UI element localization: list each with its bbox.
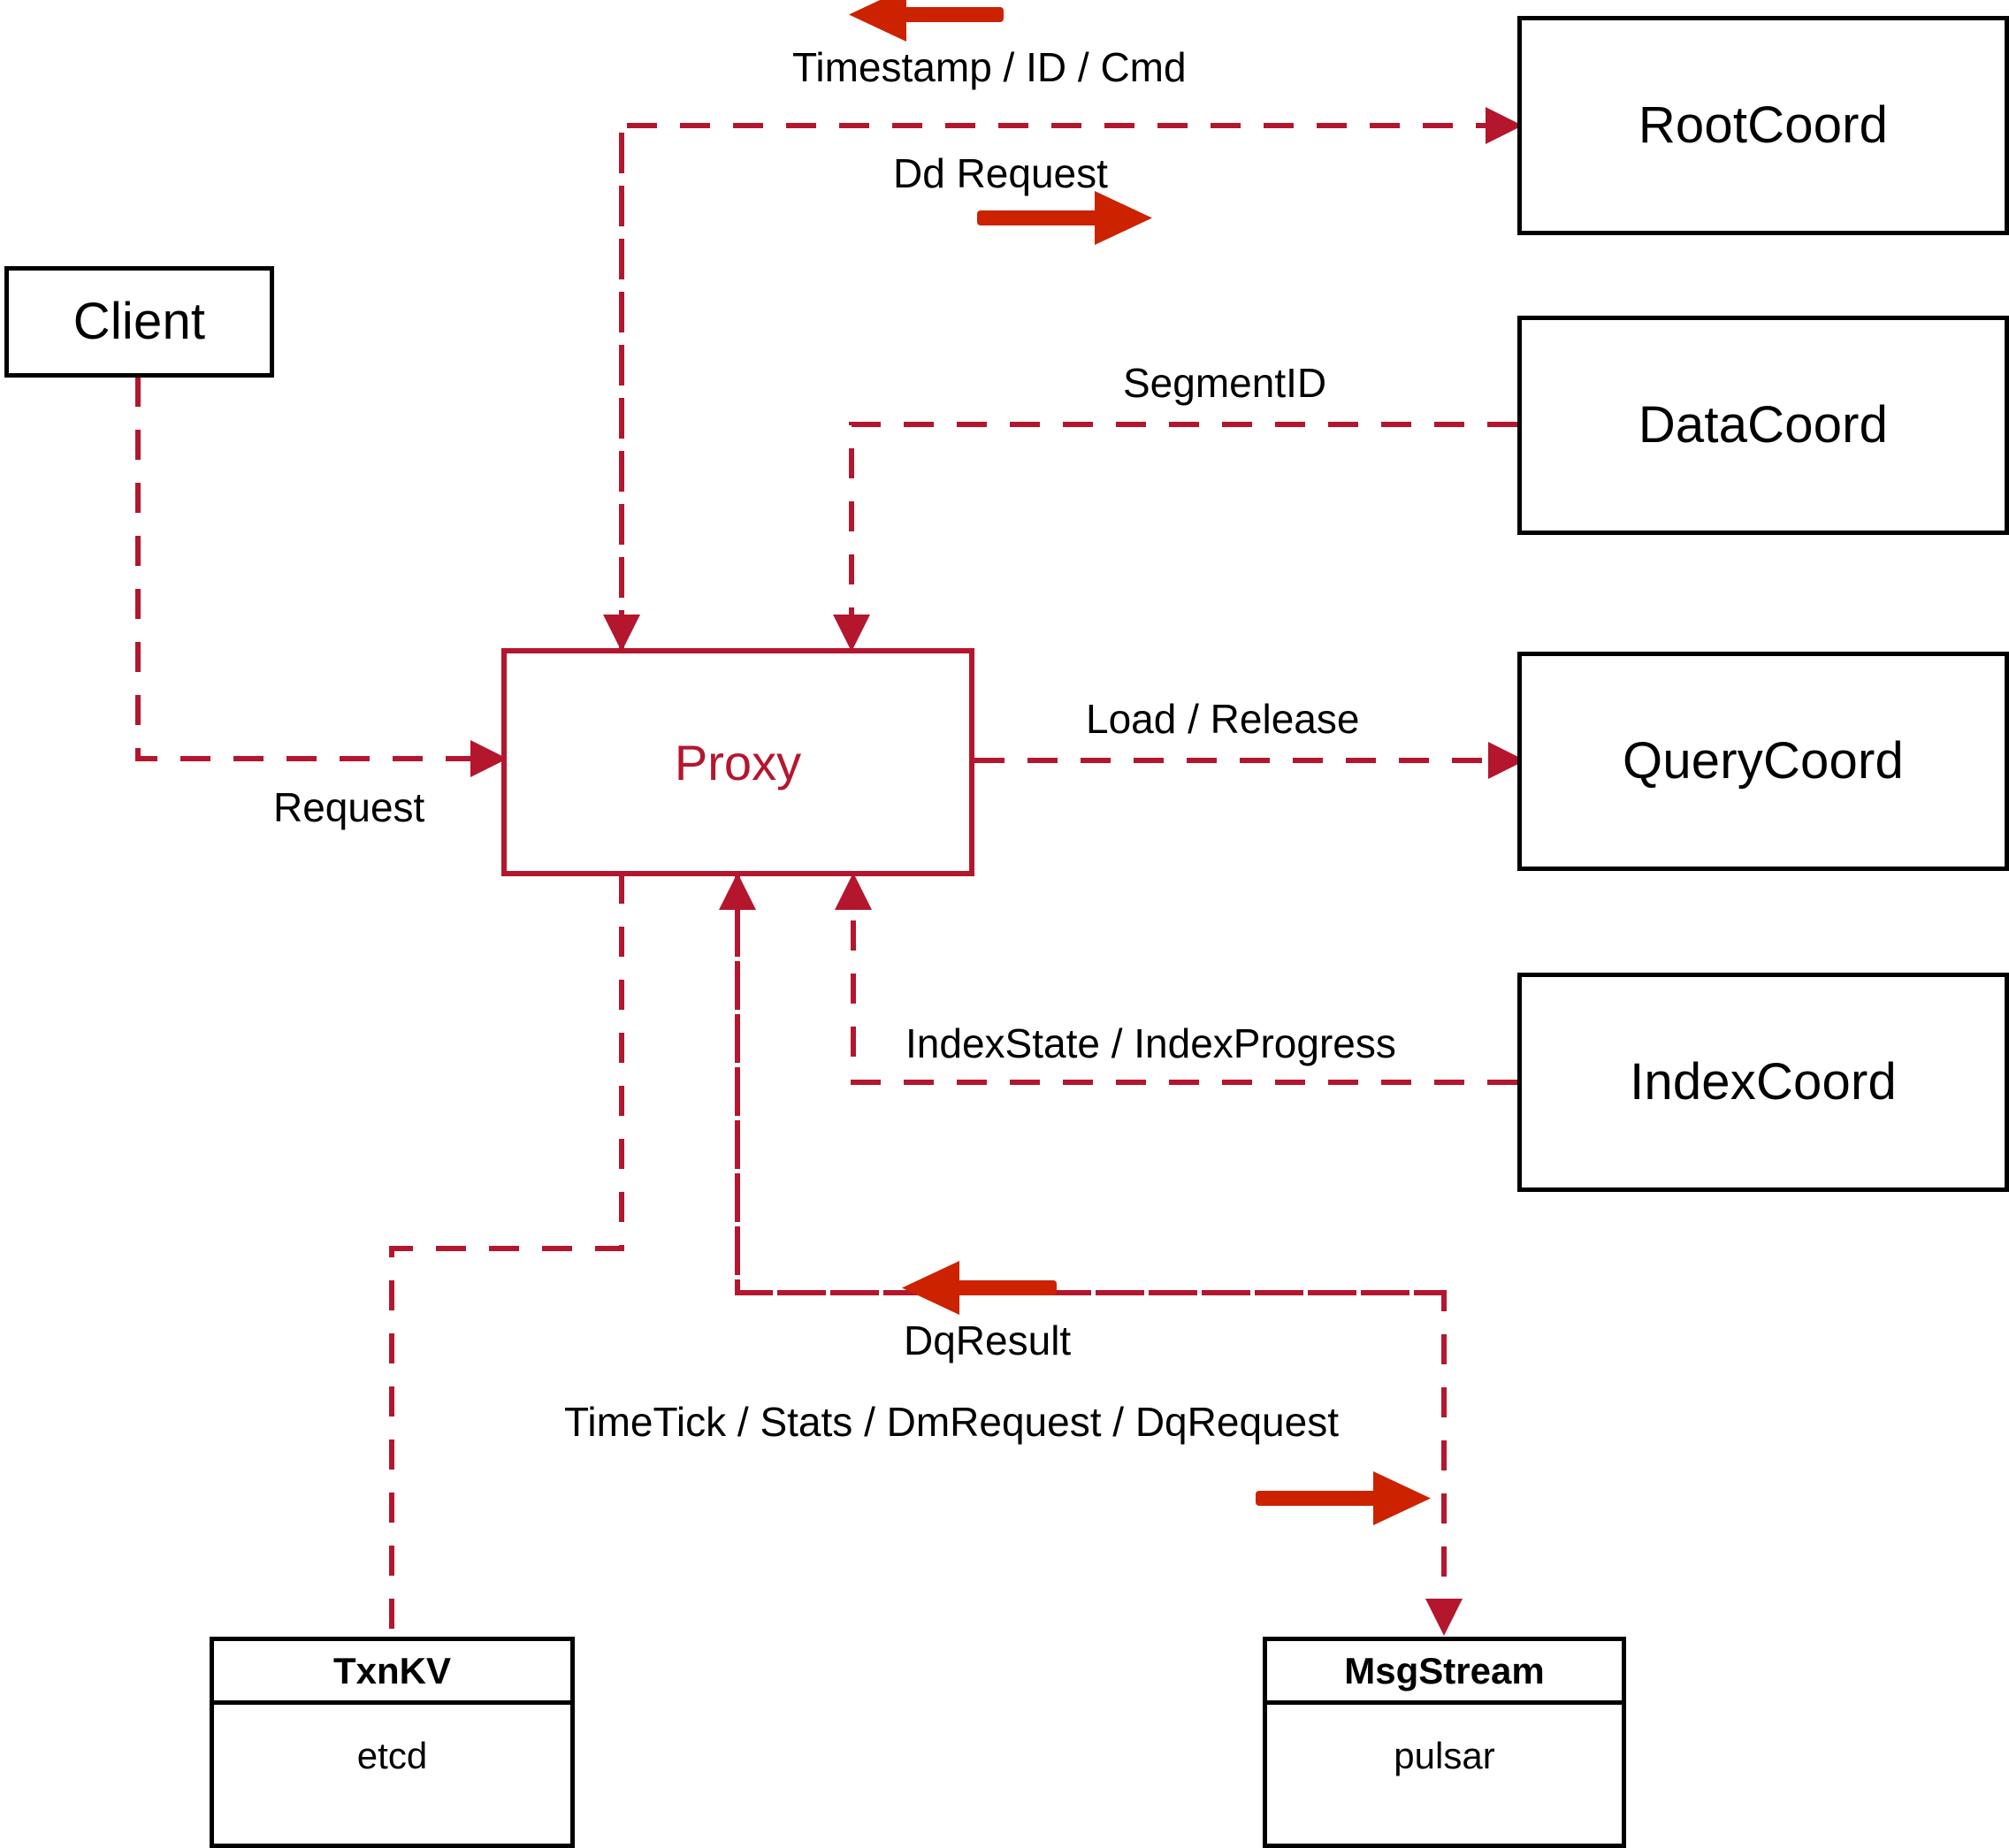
edge-datacoord-to-proxy <box>833 422 1517 652</box>
node-querycoord-label: QueryCoord <box>1623 732 1904 790</box>
edge-label-load-release: Load / Release <box>1086 696 1360 742</box>
edge-label-timestamp-id-cmd: Timestamp / ID / Cmd <box>792 44 1187 90</box>
edge-label-index-state: IndexState / IndexProgress <box>905 1020 1396 1066</box>
node-txnkv-impl: etcd <box>356 1735 428 1776</box>
arrow-dd-request-right <box>977 191 1152 245</box>
node-proxy[interactable]: Proxy <box>501 648 974 876</box>
node-msgstream[interactable]: MsgStream pulsar <box>1263 1637 1626 1848</box>
node-txnkv-title: TxnKV <box>214 1641 570 1705</box>
node-client[interactable]: Client <box>4 266 274 378</box>
edge-msgstream-to-proxy <box>719 873 1444 1295</box>
node-indexcoord[interactable]: IndexCoord <box>1517 973 2009 1192</box>
node-rootcoord-label: RootCoord <box>1638 96 1889 154</box>
arrow-timestamp-left <box>849 0 1004 42</box>
edge-proxy-to-txnkv <box>389 874 624 1637</box>
edge-indexcoord-to-proxy <box>835 873 1517 1085</box>
node-datacoord-label: DataCoord <box>1638 396 1889 454</box>
arrow-timetick-right <box>1256 1471 1431 1525</box>
edge-proxy-to-msgstream <box>735 874 1463 1636</box>
direction-arrows <box>849 0 1431 1525</box>
node-datacoord[interactable]: DataCoord <box>1517 316 2009 535</box>
node-client-label: Client <box>73 293 206 350</box>
node-querycoord[interactable]: QueryCoord <box>1517 652 2009 871</box>
arrow-dqresult-left <box>902 1261 1057 1315</box>
edge-proxy-to-rootcoord <box>619 107 1523 651</box>
node-rootcoord[interactable]: RootCoord <box>1517 16 2009 235</box>
edge-label-request: Request <box>273 784 425 830</box>
node-proxy-label: Proxy <box>674 734 802 790</box>
node-indexcoord-label: IndexCoord <box>1630 1053 1897 1111</box>
node-msgstream-impl: pulsar <box>1394 1735 1495 1776</box>
edge-label-timetick-stats: TimeTick / Stats / DmRequest / DqRequest <box>564 1399 1339 1445</box>
edge-label-dd-request: Dd Request <box>893 150 1108 196</box>
edge-label-segment-id: SegmentID <box>1123 360 1327 406</box>
edge-client-to-proxy <box>135 377 508 777</box>
edge-label-dq-result: DqResult <box>904 1317 1072 1363</box>
node-txnkv[interactable]: TxnKV etcd <box>210 1637 575 1848</box>
node-msgstream-title: MsgStream <box>1267 1641 1622 1705</box>
